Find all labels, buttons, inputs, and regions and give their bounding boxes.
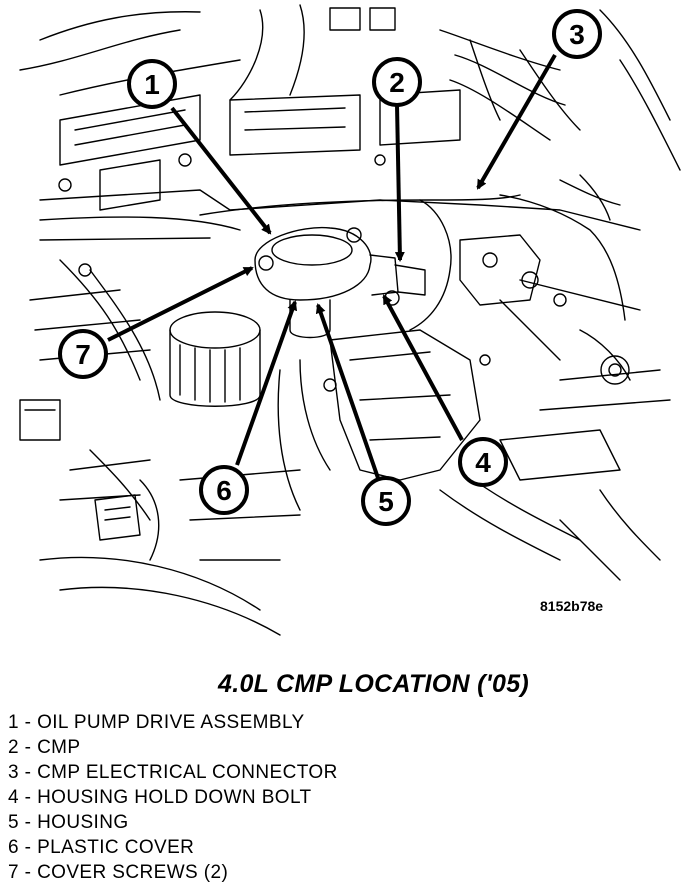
legend-text: HOUSING bbox=[37, 812, 129, 833]
svg-text:1: 1 bbox=[144, 69, 160, 100]
callout-arrows bbox=[107, 53, 557, 479]
arrow-2 bbox=[394, 104, 405, 262]
legend-text: HOUSING HOLD DOWN BOLT bbox=[37, 787, 312, 808]
arrow-5 bbox=[315, 303, 380, 479]
legend-text: CMP ELECTRICAL CONNECTOR bbox=[37, 762, 338, 783]
arrow-3 bbox=[476, 53, 557, 190]
svg-text:4: 4 bbox=[475, 447, 491, 478]
svg-text:5: 5 bbox=[378, 486, 394, 517]
callout-5: 5 bbox=[361, 476, 411, 526]
engine-illustration: 1 2 3 4 5 6 7 bbox=[19, 4, 681, 636]
callout-4: 4 bbox=[458, 437, 508, 487]
legend-item: 4 - HOUSING HOLD DOWN BOLT bbox=[8, 787, 312, 808]
legend-number: 2 bbox=[8, 737, 19, 758]
legend-item: 5 - HOUSING bbox=[8, 812, 129, 833]
arrow-4 bbox=[382, 294, 464, 441]
svg-text:6: 6 bbox=[216, 475, 232, 506]
callout-1: 1 bbox=[127, 59, 177, 109]
arrow-6 bbox=[235, 300, 298, 466]
callout-3: 3 bbox=[552, 9, 602, 59]
legend-item: 1 - OIL PUMP DRIVE ASSEMBLY bbox=[8, 712, 305, 733]
engine-linework bbox=[19, 4, 681, 636]
legend-item: 7 - COVER SCREWS (2) bbox=[8, 862, 229, 883]
legend-number: 4 bbox=[8, 787, 19, 808]
legend-list: 1 - OIL PUMP DRIVE ASSEMBLY 2 - CMP 3 - … bbox=[8, 710, 338, 885]
legend-item: 6 - PLASTIC COVER bbox=[8, 837, 195, 858]
callout-7: 7 bbox=[58, 329, 108, 379]
arrow-1 bbox=[170, 106, 272, 235]
figure-code: 8152b78e bbox=[540, 598, 604, 614]
legend-number: 5 bbox=[8, 812, 19, 833]
legend-number: 1 bbox=[8, 712, 19, 733]
legend-item: 2 - CMP bbox=[8, 737, 81, 758]
arrow-7 bbox=[107, 266, 254, 342]
svg-text:3: 3 bbox=[569, 19, 585, 50]
callout-2: 2 bbox=[372, 57, 422, 107]
legend-number: 6 bbox=[8, 837, 19, 858]
legend-item: 3 - CMP ELECTRICAL CONNECTOR bbox=[8, 762, 338, 783]
callouts: 1 2 3 4 5 6 7 bbox=[58, 9, 602, 526]
figure-title: 4.0L CMP LOCATION ('05) bbox=[218, 670, 530, 698]
legend-text: CMP bbox=[37, 737, 81, 758]
legend-number: 7 bbox=[8, 862, 19, 883]
legend-text: COVER SCREWS (2) bbox=[37, 862, 229, 883]
legend-text: OIL PUMP DRIVE ASSEMBLY bbox=[37, 712, 305, 733]
callout-6: 6 bbox=[199, 465, 249, 515]
legend-number: 3 bbox=[8, 762, 19, 783]
svg-text:7: 7 bbox=[75, 339, 91, 370]
svg-text:2: 2 bbox=[389, 67, 405, 98]
legend-text: PLASTIC COVER bbox=[37, 837, 195, 858]
